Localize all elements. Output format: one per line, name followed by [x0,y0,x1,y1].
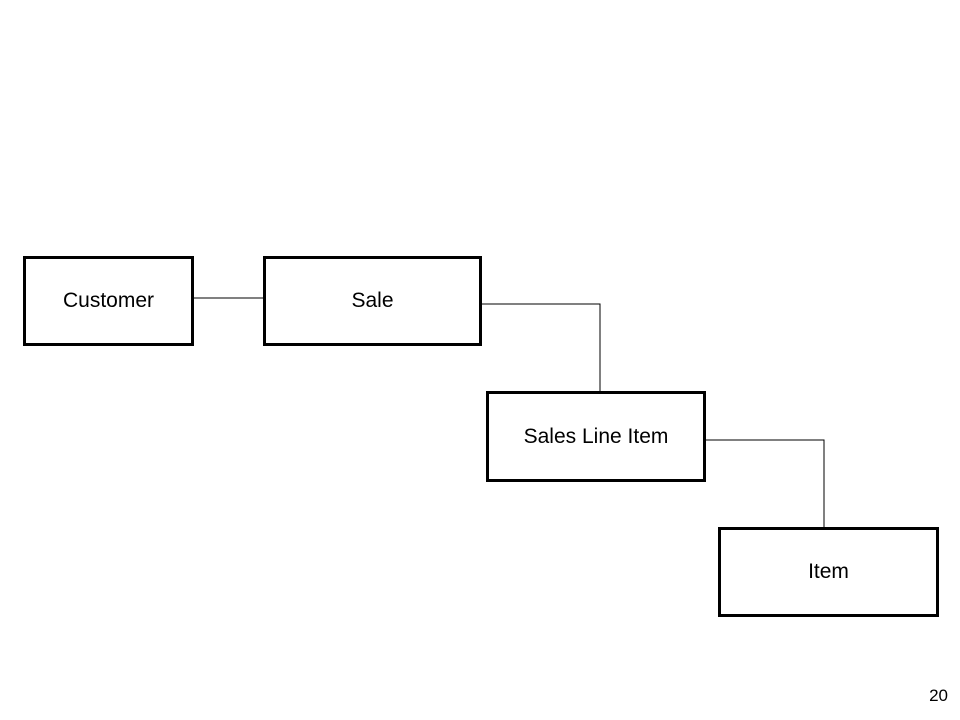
entity-sale-label: Sale [351,289,394,312]
entity-customer-label: Customer [62,289,155,312]
connector-sales-line-item-item [706,439,825,527]
entity-sale: Sale [263,256,482,346]
entity-item-label: Item [808,560,849,583]
connector-sale-sales-line-item [482,303,601,391]
entity-item: Item [718,527,939,617]
entity-sales-line-item-label: Sales Line Item [523,424,669,448]
entity-sales-line-item: Sales Line Item [486,391,706,482]
page-number: 20 [929,686,948,705]
entity-customer: Customer [23,256,194,346]
